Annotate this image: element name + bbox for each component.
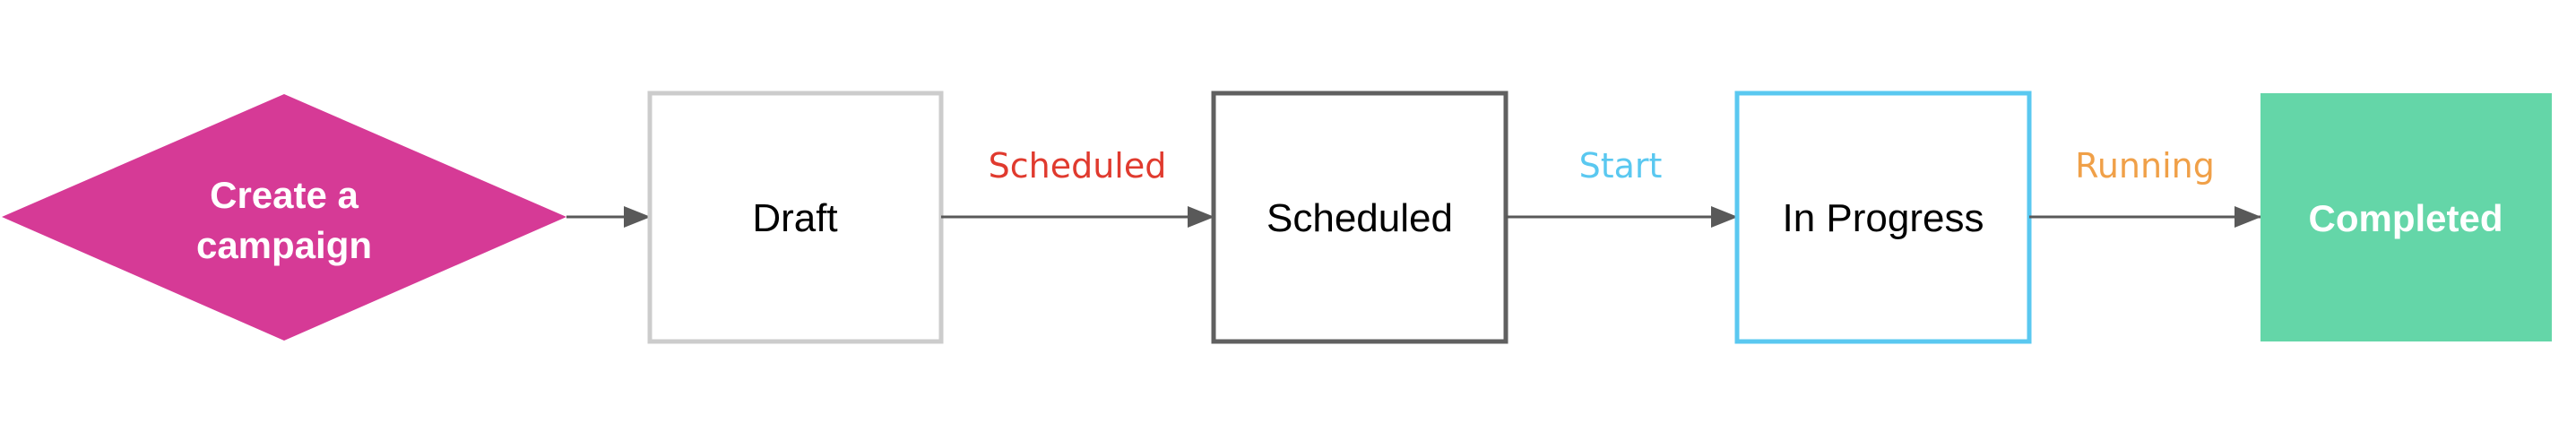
in-progress-box xyxy=(1734,91,2032,344)
completed-label: Completed xyxy=(2308,197,2503,239)
start-diamond xyxy=(2,94,566,341)
state-completed: Completed xyxy=(2260,93,2552,341)
draft-label: Draft xyxy=(752,196,837,240)
state-scheduled: Scheduled xyxy=(1211,91,1508,344)
start-label-line2: campaign xyxy=(196,224,372,266)
completed-box xyxy=(2260,93,2552,341)
in-progress-label: In Progress xyxy=(1783,196,1984,240)
state-in-progress: In Progress xyxy=(1734,91,2032,344)
transition-label-start: Start xyxy=(1579,146,1663,186)
transition-label-scheduled: Scheduled xyxy=(989,146,1167,186)
scheduled-box xyxy=(1211,91,1508,344)
start-label-line1: Create a xyxy=(210,174,359,216)
start-node-create-campaign: Create a campaign xyxy=(2,94,566,341)
state-draft: Draft xyxy=(647,91,944,344)
scheduled-label: Scheduled xyxy=(1266,196,1453,240)
transition-label-running: Running xyxy=(2075,146,2215,186)
